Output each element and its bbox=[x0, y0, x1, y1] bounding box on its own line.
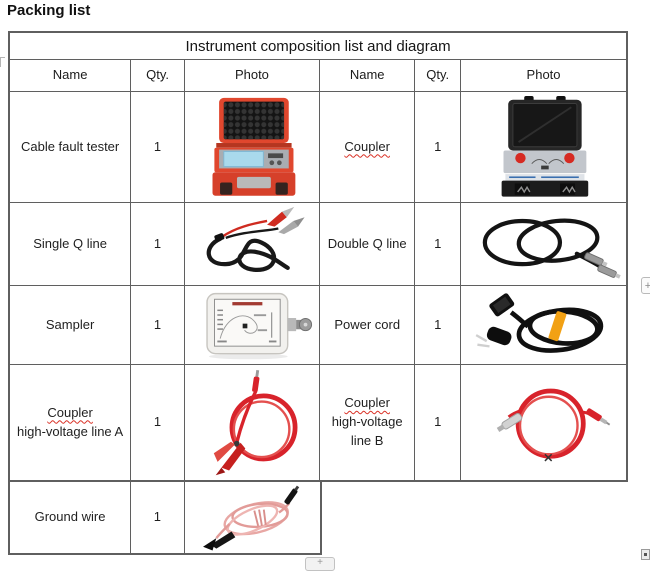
ground-wire-photo bbox=[202, 485, 299, 551]
cable-fault-tester-photo bbox=[212, 97, 296, 196]
corner-anchor-icon[interactable] bbox=[641, 549, 650, 560]
sampler-photo bbox=[206, 292, 312, 360]
insert-column-handle[interactable]: + bbox=[305, 557, 335, 571]
item-photo-cell bbox=[461, 203, 626, 285]
item-name-cell: Ground wire bbox=[10, 482, 132, 553]
item-photo-cell bbox=[185, 365, 320, 480]
coupler-photo bbox=[501, 95, 588, 197]
ground-wire-partial-row: Ground wire 1 bbox=[8, 482, 322, 555]
item-name-cell: Coupler high-voltage line A bbox=[10, 365, 132, 480]
item-name-cell: Coupler high-voltage line B bbox=[320, 365, 416, 480]
header-photo-left: Photo bbox=[185, 60, 320, 91]
coupler-high-voltage-line-b-photo bbox=[496, 388, 610, 462]
coupler-high-voltage-line-a-photo bbox=[213, 369, 298, 476]
item-name-line: Double Q line bbox=[327, 235, 407, 251]
item-name-cell: Single Q line bbox=[10, 203, 132, 285]
power-cord-photo bbox=[475, 293, 603, 353]
page-title: Packing list bbox=[7, 2, 91, 19]
item-qty-cell: 1 bbox=[131, 286, 185, 364]
item-qty-cell: 1 bbox=[131, 482, 185, 553]
item-photo-cell bbox=[461, 286, 626, 364]
item-qty-cell: 1 bbox=[415, 365, 462, 480]
item-qty-cell: 1 bbox=[415, 286, 462, 364]
item-photo-cell bbox=[461, 365, 626, 480]
table-row: Sampler 1 Power cord 1 bbox=[10, 286, 626, 365]
header-qty-left: Qty. bbox=[131, 60, 185, 91]
header-photo-right: Photo bbox=[526, 67, 561, 83]
double-q-line-photo bbox=[482, 218, 621, 279]
insert-row-handle[interactable]: + bbox=[641, 277, 650, 294]
item-photo-cell bbox=[185, 203, 320, 285]
item-name-cell: Sampler bbox=[10, 286, 132, 364]
header-name-right: Name bbox=[320, 60, 416, 91]
header-name-left: Name bbox=[10, 60, 132, 91]
table-header-row: Name Qty. Photo Name Qty. Photo bbox=[10, 60, 626, 92]
table-title: Instrument composition list and diagram bbox=[10, 33, 626, 60]
header-qty-right: Qty. bbox=[415, 60, 462, 91]
item-photo-cell bbox=[185, 286, 320, 364]
item-name-line: line B bbox=[350, 432, 384, 448]
item-photo-cell bbox=[461, 92, 626, 202]
item-photo-cell bbox=[185, 482, 320, 553]
item-name-line: Cable fault tester bbox=[20, 138, 120, 154]
item-name-line: Single Q line bbox=[33, 235, 107, 251]
item-name-line: Ground wire bbox=[34, 509, 106, 525]
table-row: Single Q line 1 Double Q line 1 bbox=[10, 203, 626, 286]
item-name-cell: Coupler bbox=[320, 92, 416, 202]
table-row: Cable fault tester 1 Coupler 1 bbox=[10, 92, 626, 203]
item-qty-cell: 1 bbox=[415, 92, 462, 202]
item-qty-cell: 1 bbox=[415, 203, 462, 285]
item-name-cell: Cable fault tester bbox=[10, 92, 132, 202]
item-name-line: Coupler bbox=[344, 138, 390, 154]
item-name-line: Power cord bbox=[334, 316, 401, 332]
table-body: Cable fault tester 1 Coupler 1 Single Q li… bbox=[10, 92, 626, 480]
partial-row-body: Ground wire 1 bbox=[10, 482, 320, 553]
item-name-line: Coupler bbox=[47, 404, 93, 420]
item-name-cell: Power cord bbox=[320, 286, 416, 364]
table-row: Ground wire 1 bbox=[10, 482, 320, 553]
item-name-line: Sampler bbox=[45, 316, 95, 332]
item-name-cell: Double Q line bbox=[320, 203, 416, 285]
item-name-line: high-voltage line A bbox=[16, 423, 124, 439]
item-name-line: Coupler bbox=[344, 395, 390, 411]
single-q-line-photo bbox=[206, 206, 305, 272]
item-qty-cell: 1 bbox=[131, 203, 185, 285]
item-qty-cell: 1 bbox=[131, 365, 185, 480]
item-photo-cell bbox=[185, 92, 320, 202]
left-margin-artifact bbox=[0, 57, 5, 67]
item-name-line: high-voltage bbox=[331, 414, 403, 430]
table-row: Coupler high-voltage line A 1 Coupler high-… bbox=[10, 365, 626, 480]
item-qty-cell: 1 bbox=[131, 92, 185, 202]
instrument-composition-table: Instrument composition list and diagram … bbox=[8, 31, 628, 482]
